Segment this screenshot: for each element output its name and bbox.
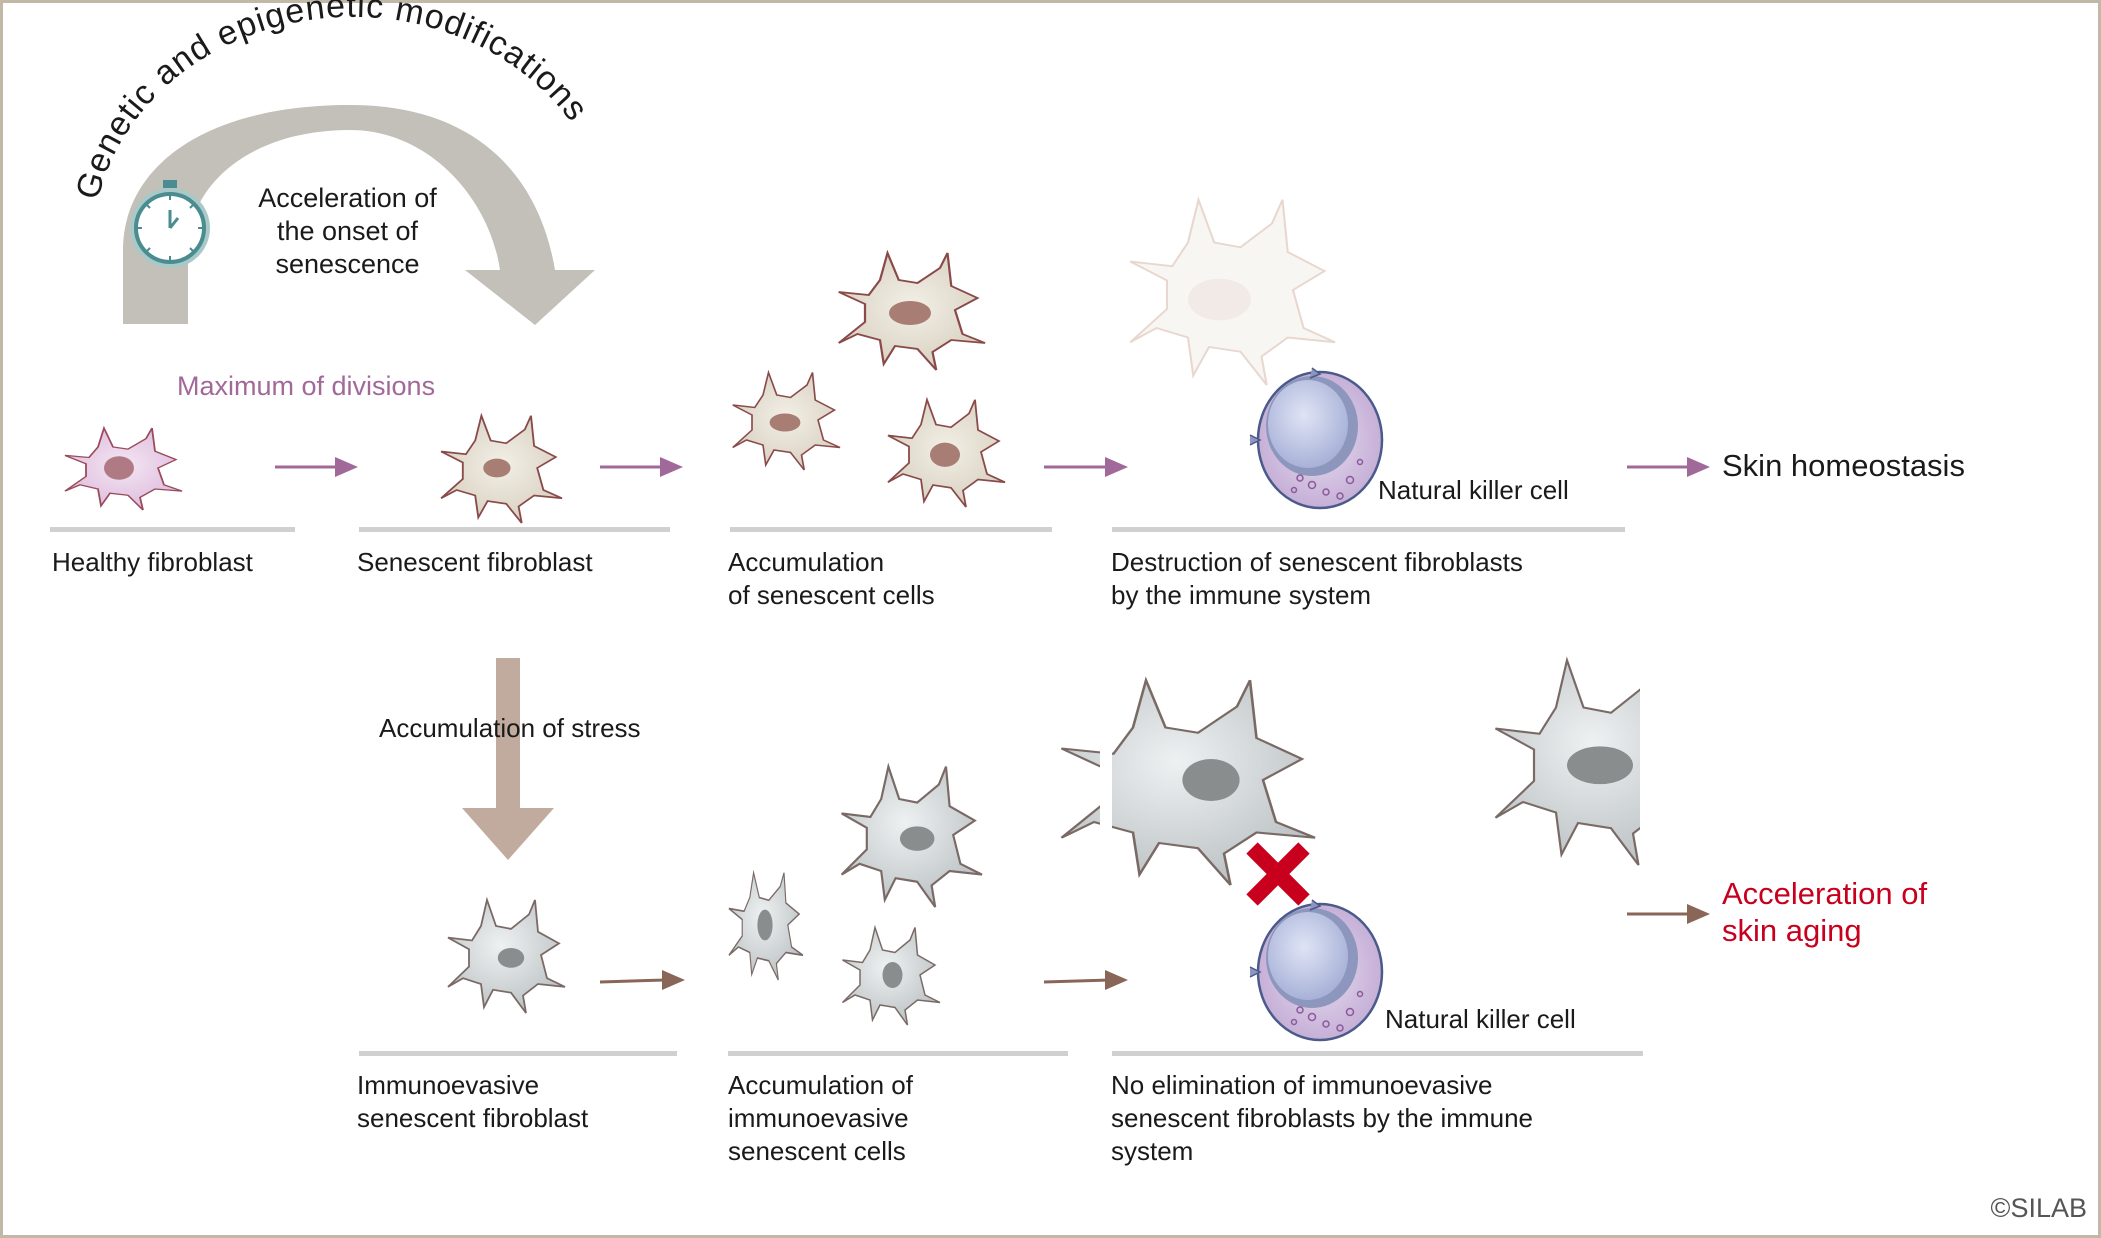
nk-cell-label-2: Natural killer cell <box>1385 1004 1576 1034</box>
arc-title: Genetic and epigenetic modifications <box>68 0 595 203</box>
immunoevasive-large-cell-left <box>1060 678 1317 887</box>
senescent-fibroblast-cell <box>440 414 563 524</box>
senescent-cell-cluster <box>731 251 1006 508</box>
step-senescent-fibroblast: Senescent fibroblast <box>357 547 593 577</box>
destroyed-senescent-cell <box>1129 198 1337 387</box>
stress-label: Accumulation of stress <box>379 713 641 743</box>
divider-no-elimination <box>1112 1051 1643 1056</box>
immunoevasive-large-cell-right <box>1494 659 1712 867</box>
blocked-x-icon <box>1246 842 1310 906</box>
stress-arrow <box>462 658 554 860</box>
divider-immunoevasive <box>359 1051 677 1056</box>
divider-accumulation-immunoevasive <box>728 1051 1068 1056</box>
immunoevasive-cell-cluster <box>728 765 984 1026</box>
outcome-skin-aging: Acceleration of skin aging <box>1722 876 1928 948</box>
outcome-skin-homeostasis: Skin homeostasis <box>1722 448 1965 483</box>
row2-arrows <box>599 904 1710 990</box>
arch-arrow <box>123 105 595 325</box>
divider-accumulation <box>730 527 1052 532</box>
max-divisions-label: Maximum of divisions <box>177 371 436 401</box>
healthy-fibroblast-cell <box>64 427 183 511</box>
step-destruction: Destruction of senescent fibroblasts by … <box>1111 547 1523 610</box>
step-accumulation-immunoevasive: Accumulation of immunoevasive senescent … <box>728 1070 913 1166</box>
natural-killer-cell <box>1248 366 1384 510</box>
arch-label: Acceleration of the onset of senescence <box>258 183 437 279</box>
divider-healthy <box>50 527 295 532</box>
step-healthy-fibroblast: Healthy fibroblast <box>52 547 253 577</box>
divider-senescent <box>359 527 670 532</box>
divider-destruction <box>1112 527 1625 532</box>
nk-cell-label: Natural killer cell <box>1378 475 1569 505</box>
stopwatch-icon <box>130 180 210 268</box>
step-immunoevasive-fibroblast: Immunoevasive senescent fibroblast <box>357 1070 589 1133</box>
step-accumulation-senescent: Accumulation of senescent cells <box>728 547 935 610</box>
row1-arrows <box>275 457 1710 477</box>
immunoevasive-fibroblast-cell <box>447 899 566 1014</box>
natural-killer-cell-2 <box>1248 898 1384 1042</box>
step-no-elimination: No elimination of immunoevasive senescen… <box>1111 1070 1533 1166</box>
copyright: ©SILAB <box>1990 1193 2087 1223</box>
